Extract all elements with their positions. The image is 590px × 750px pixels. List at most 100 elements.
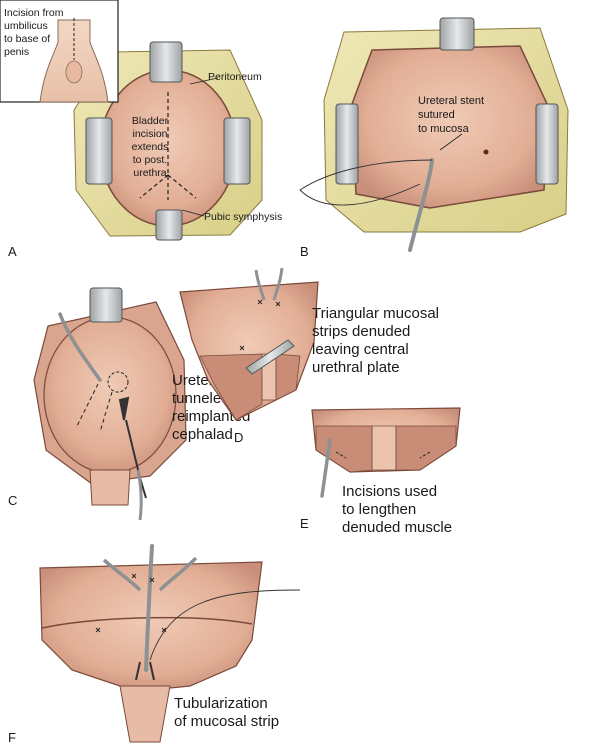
svg-text:to lengthen: to lengthen [342, 501, 416, 518]
bladder [43, 316, 177, 474]
lateral-incisions [335, 451, 431, 459]
svg-text:extends: extends [132, 141, 169, 153]
suture-line [299, 159, 433, 206]
peritoneum-leader [189, 77, 219, 85]
svg-text:Triangular mucosal: Triangular mucosal [312, 305, 439, 322]
svg-text:Incisions used: Incisions used [342, 483, 437, 500]
panel-d: Triangular mucosal strips denuded leavin… [179, 267, 439, 445]
sutures [239, 299, 281, 351]
suture-needle [149, 589, 301, 661]
ureteral-stent [408, 158, 434, 252]
urethra [89, 469, 131, 506]
svg-text:incision: incision [132, 128, 167, 140]
stent-label-line1: Ureteral stent [418, 95, 484, 107]
svg-text:to base of: to base of [4, 33, 50, 45]
retractor-top [89, 287, 123, 323]
incisions-label-line3: denuded muscle [342, 519, 452, 536]
svg-text:to mucosa: to mucosa [418, 123, 470, 135]
denuded-muscle [315, 425, 457, 473]
inset-genitals [65, 60, 83, 84]
svg-text:C: C [8, 493, 17, 508]
retractor-right [223, 117, 251, 185]
svg-text:penis: penis [4, 46, 29, 58]
panel-c: Ureter is tunneled and reimplanted cepha… [8, 287, 259, 521]
tubular-label-line2: of mucosal strip [174, 713, 279, 730]
panel-letter-f: F [8, 730, 16, 745]
ureteral-orifice [483, 149, 489, 155]
incisions-label-line1: Incisions used [342, 483, 437, 500]
svg-text:strips denuded: strips denuded [312, 323, 410, 340]
svg-text:urethra: urethra [133, 167, 166, 179]
stent-label-line3: to mucosa [418, 123, 470, 135]
svg-text:D: D [234, 430, 243, 445]
svg-text:of mucosal strip: of mucosal strip [174, 713, 279, 730]
inset-label-line3: to base of [4, 33, 50, 45]
svg-text:urethral plate: urethral plate [312, 359, 400, 376]
svg-text:Peritoneum: Peritoneum [208, 71, 262, 83]
sutures [95, 573, 167, 633]
forceps [135, 661, 155, 681]
svg-text:to post.: to post. [133, 154, 167, 166]
tubular-label-line1: Tubularization [174, 695, 268, 712]
incision-label-line4: to post. [133, 154, 167, 166]
urethra-tube [119, 685, 171, 743]
incisions-label-line2: to lengthen [342, 501, 416, 518]
stent-pair [254, 267, 284, 301]
stent-label-line2: sutured [418, 109, 455, 121]
ureter [58, 312, 102, 382]
ureter-label-line4: cephalad [172, 426, 233, 443]
svg-text:umbilicus: umbilicus [4, 20, 48, 32]
retractor-left [335, 103, 359, 185]
panel-e: Incisions used to lengthen denuded muscl… [300, 407, 461, 536]
pubic-label: Pubic symphysis [204, 211, 282, 223]
svg-text:Tubularization: Tubularization [174, 695, 268, 712]
svg-text:Ureteral stent: Ureteral stent [418, 95, 484, 107]
retractor-right [535, 103, 559, 185]
svg-text:leaving central: leaving central [312, 341, 409, 358]
svg-text:sutured: sutured [418, 109, 455, 121]
tunnel-left [75, 383, 99, 429]
svg-text:Bladder: Bladder [132, 115, 169, 127]
denuded-strip-right [275, 353, 301, 401]
catheter [136, 469, 143, 521]
incision-label-line5: urethra [133, 167, 166, 179]
strips-label-line4: urethral plate [312, 359, 400, 376]
strips-label-line1: Triangular mucosal [312, 305, 439, 322]
svg-text:A: A [8, 244, 17, 259]
svg-text:B: B [300, 244, 309, 259]
central-stent [144, 544, 154, 672]
svg-text:F: F [8, 730, 16, 745]
svg-text:Incision from: Incision from [4, 7, 64, 19]
panel-letter-e: E [300, 516, 309, 531]
svg-text:denuded muscle: denuded muscle [342, 519, 452, 536]
retractor-left [85, 117, 113, 185]
panel-letter-d: D [234, 430, 243, 445]
inset-label-line2: umbilicus [4, 20, 48, 32]
incision-label-line2: incision [132, 128, 167, 140]
peritoneum-label: Peritoneum [208, 71, 262, 83]
pubic-leader [181, 209, 205, 217]
incision-label-line3: extends [132, 141, 169, 153]
panel-letter-a: A [8, 244, 17, 259]
new-hiatus [107, 371, 129, 393]
retractor-bottom [155, 209, 183, 241]
panel-letter-c: C [8, 493, 17, 508]
stent-leader [439, 133, 463, 151]
panel-f: Tubularization of mucosal strip F [8, 544, 301, 745]
urethral-plate [371, 425, 397, 471]
incision-branch-left [139, 174, 169, 199]
svg-text:Pubic symphysis: Pubic symphysis [204, 211, 282, 223]
denuded-strip-left [199, 353, 263, 421]
incision-branch-right [167, 174, 197, 199]
panel-a: Incision from umbilicus to base of penis… [0, 0, 282, 259]
strips-label-line3: leaving central [312, 341, 409, 358]
svg-text:E: E [300, 516, 309, 531]
retractor-top [439, 17, 475, 51]
retractor-top [149, 41, 183, 83]
knife [320, 438, 332, 498]
inset-label-line1: Incision from [4, 7, 64, 19]
svg-text:cephalad: cephalad [172, 426, 233, 443]
incision-label-line1: Bladder [132, 115, 169, 127]
strips-label-line2: strips denuded [312, 323, 410, 340]
